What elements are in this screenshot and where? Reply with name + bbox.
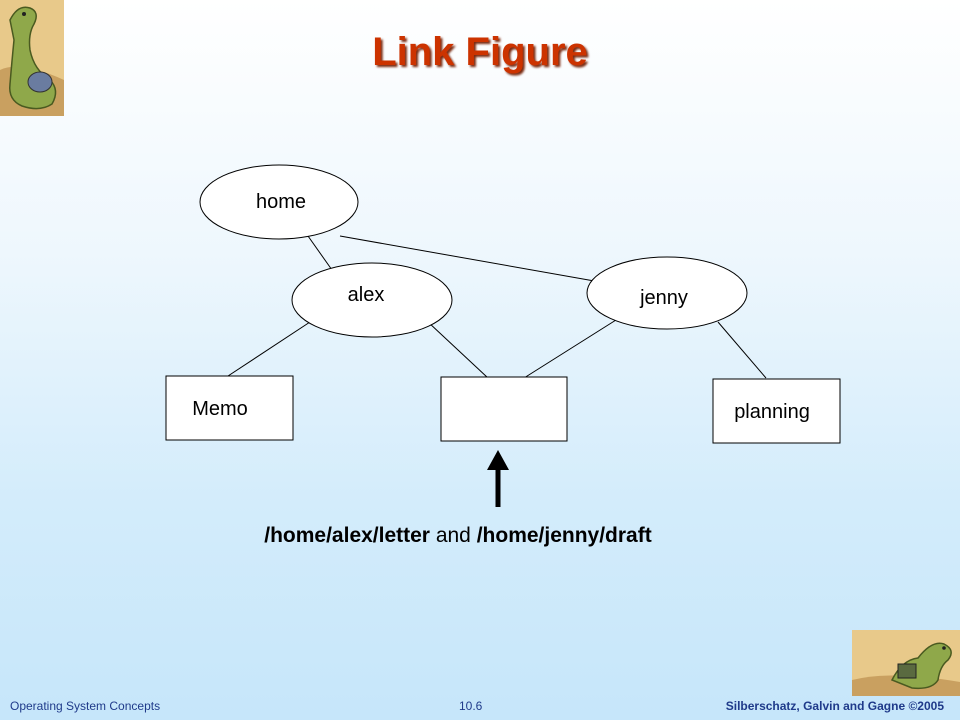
diagram-caption: /home/alex/letter and /home/jenny/draft <box>0 524 916 548</box>
caption-path-jenny: /home/jenny/draft <box>476 524 652 547</box>
slide-title: Link Figure <box>372 30 588 74</box>
up-arrow-icon <box>487 450 509 507</box>
edge-home-jenny <box>339 235 601 283</box>
edge-alex-shared <box>427 321 489 379</box>
node-jenny-label: jenny <box>639 287 688 309</box>
edge-jenny-shared <box>523 319 617 379</box>
node-planning: planning <box>712 378 841 444</box>
node-planning-label: planning <box>734 401 810 423</box>
node-memo-label: Memo <box>192 398 248 420</box>
edge-alex-memo <box>227 321 311 377</box>
edge-home-alex <box>307 235 333 271</box>
caption-conjunction: and <box>429 524 477 547</box>
footer-copyright: Silberschatz, Galvin and Gagne ©2005 <box>725 699 944 713</box>
dinosaur-logo-bottom <box>852 630 960 696</box>
node-alex: alex <box>291 262 453 338</box>
edge-jenny-planning <box>717 321 767 379</box>
footer-page-number: 10.6 <box>459 699 483 713</box>
node-shared-file <box>440 376 568 442</box>
node-home-label: home <box>256 191 306 213</box>
caption-path-alex: /home/alex/letter <box>264 524 430 547</box>
node-jenny: jenny <box>586 256 748 330</box>
dinosaur-logo-top <box>0 0 64 116</box>
footer-course-title: Operating System Concepts <box>10 699 161 713</box>
node-alex-label: alex <box>348 284 385 306</box>
node-memo: Memo <box>165 375 294 441</box>
node-home: home <box>199 164 359 240</box>
